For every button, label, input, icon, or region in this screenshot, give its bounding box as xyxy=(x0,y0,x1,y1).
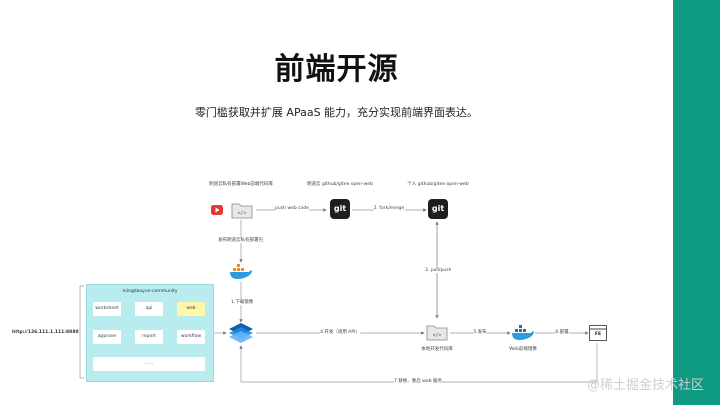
label-github-personal: 个人 github/gitee open-web xyxy=(407,182,469,187)
git-personal-icon: git xyxy=(428,199,448,219)
label-web-image: Web前端镜像 xyxy=(509,347,537,352)
label-fe: FE xyxy=(594,332,602,337)
module-workflow: workflow xyxy=(177,330,205,344)
url-bracket xyxy=(79,285,84,379)
git-official-icon: git xyxy=(330,199,350,219)
video-icon xyxy=(211,205,223,215)
label-deploy: 6.部署 xyxy=(555,329,569,335)
module-api: api xyxy=(135,302,163,316)
community-panel: mingdaoyun-community worksheet api web a… xyxy=(86,284,214,382)
label-push-web-code: push web code xyxy=(275,206,309,211)
fe-window-icon xyxy=(589,325,607,341)
label-github-official: 明道云 github/gitee open-web xyxy=(307,182,373,187)
label-publish-private: 发布明道云私有部署包 xyxy=(218,237,263,243)
module-approve: approve xyxy=(93,330,121,344)
module-more: ...... xyxy=(93,357,205,371)
docker-icon xyxy=(230,264,252,279)
service-url: http://126.111.1.111:8880 xyxy=(12,330,79,335)
label-dev-debug: 4.开发（调用 API） xyxy=(320,329,360,335)
slide-title: 前端开源 xyxy=(274,52,399,87)
docker-web-image-icon xyxy=(512,325,534,340)
watermark: @稀土掘金技术社区 xyxy=(586,378,704,393)
panel-title: mingdaoyun-community xyxy=(122,289,178,294)
label-mingdao-repo: 明道云私有部署Web前端代码库 xyxy=(209,182,273,187)
label-publish: 5.发布 xyxy=(473,329,487,335)
edge-replace-service xyxy=(239,343,598,383)
svg-text:</>: </> xyxy=(237,211,246,217)
label-replace-service: 7.替换、重启 web 服务 xyxy=(394,378,442,384)
svg-text:</>: </> xyxy=(432,333,441,339)
module-report: report xyxy=(135,330,163,344)
module-web: web xyxy=(177,302,205,316)
layers-stack-icon xyxy=(229,323,253,343)
code-folder-icon: </> xyxy=(231,203,253,219)
label-pull-push: 3. pull/push xyxy=(425,268,452,273)
slide-subtitle: 零门槛获取并扩展 APaaS 能力，充分实现前端界面表达。 xyxy=(194,106,479,119)
local-code-folder-icon: </> xyxy=(426,325,448,341)
label-local-repo: 本地开发代码库 xyxy=(421,347,453,352)
accent-side-bar xyxy=(673,0,720,405)
module-worksheet: worksheet xyxy=(93,302,121,316)
label-download-image: 1.下载镜像 xyxy=(231,299,254,305)
label-fork-merge: 2. fork/merge xyxy=(373,206,405,211)
